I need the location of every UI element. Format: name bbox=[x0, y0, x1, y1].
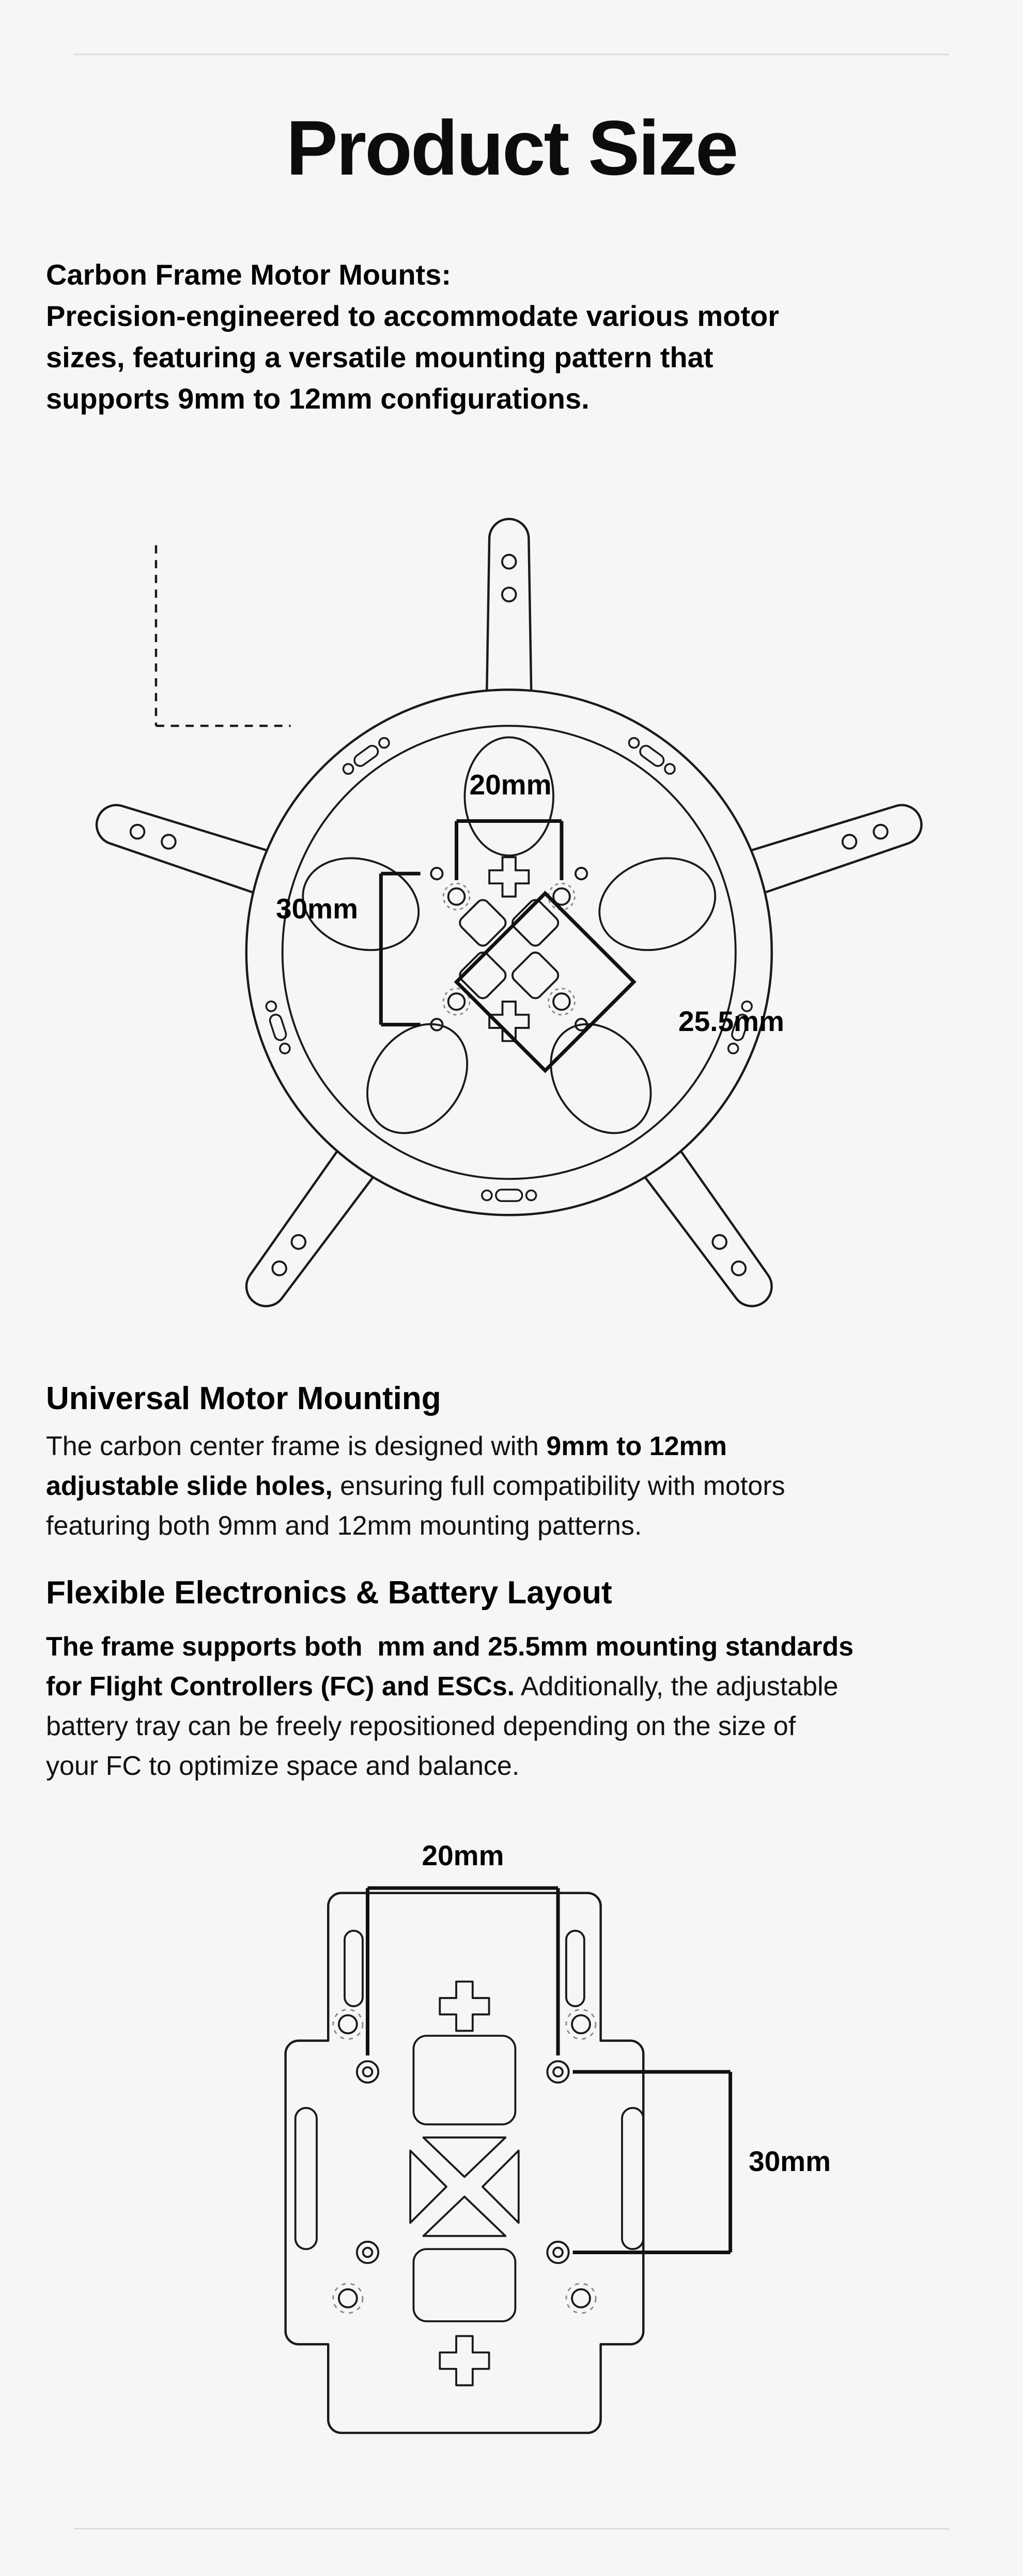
page-title: Product Size bbox=[286, 104, 739, 191]
frame-dim-label-20mm: 20mm bbox=[469, 769, 552, 801]
frame-ring bbox=[245, 689, 773, 1216]
tray-dim-label-20mm: 20mm bbox=[422, 1839, 504, 1871]
dimension-30mm-bracket bbox=[379, 871, 421, 1027]
universal-heading: Universal Motor Mounting bbox=[46, 1381, 441, 1416]
tray-dim-label-30mm: 30mm bbox=[749, 2145, 831, 2177]
intro-line-4: supports 9mm to 12mm configurations. bbox=[46, 382, 590, 415]
flexible-line2-bold: for Flight Controllers (FC) and ESCs. bbox=[46, 1672, 515, 1701]
flexible-line-1: The frame supports both mm and 25.5mm mo… bbox=[46, 1627, 976, 1667]
arm-tip-holes bbox=[129, 554, 889, 1276]
intro-line-3: sizes, featuring a versatile mounting pa… bbox=[46, 341, 714, 373]
universal-line3-normal: featuring both 9mm and 12mm mounting pat… bbox=[46, 1511, 642, 1541]
dimension-25-5mm-square bbox=[454, 891, 637, 1073]
tray-outline bbox=[284, 1892, 645, 2434]
flexible-line-2: for Flight Controllers (FC) and ESCs. Ad… bbox=[46, 1667, 976, 1707]
tray-dimension-30mm-bracket bbox=[572, 2070, 733, 2254]
flexible-line2-normal: Additionally, the adjustable bbox=[515, 1672, 839, 1701]
center-mount-pattern bbox=[430, 856, 588, 1042]
universal-line2-normal: ensuring full compatibility with motors bbox=[332, 1471, 785, 1501]
intro-line-1: Carbon Frame Motor Mounts: bbox=[46, 258, 451, 291]
frame-top-view-diagram bbox=[95, 518, 923, 1307]
universal-paragraph: The carbon center frame is designed with… bbox=[46, 1427, 976, 1546]
intro-text: Carbon Frame Motor Mounts: Precision-eng… bbox=[46, 254, 779, 419]
flexible-paragraph: The frame supports both mm and 25.5mm mo… bbox=[46, 1627, 976, 1786]
universal-line1-normal: The carbon center frame is designed with bbox=[46, 1431, 547, 1461]
top-divider bbox=[74, 54, 949, 55]
intro-line-2: Precision-engineered to accommodate vari… bbox=[46, 300, 780, 332]
flexible-line1-bold: The frame supports both mm and 25.5mm mo… bbox=[46, 1632, 854, 1662]
flexible-line4-normal: your FC to optimize space and balance. bbox=[46, 1751, 520, 1781]
universal-line-3: featuring both 9mm and 12mm mounting pat… bbox=[46, 1506, 976, 1546]
flexible-heading: Flexible Electronics & Battery Layout bbox=[46, 1575, 612, 1611]
tray-screw-holes bbox=[332, 2008, 597, 2314]
dimension-20mm-bracket bbox=[455, 819, 564, 880]
flexible-line-3: battery tray can be freely repositioned … bbox=[46, 1707, 976, 1746]
bottom-divider bbox=[74, 2528, 949, 2530]
flexible-line3-normal: battery tray can be freely repositioned … bbox=[46, 1711, 796, 1741]
ring-slide-hole-groups bbox=[265, 737, 753, 1202]
tray-cutouts bbox=[294, 1929, 645, 2386]
frame-dim-label-30mm: 30mm bbox=[276, 893, 358, 925]
frame-lobe-cutouts bbox=[302, 736, 717, 1134]
universal-line-1: The carbon center frame is designed with… bbox=[46, 1427, 976, 1466]
construction-dashed-lines bbox=[154, 545, 291, 727]
tray-dimension-20mm-bracket bbox=[365, 1886, 560, 2056]
frame-dim-label-25-5mm: 25.5mm bbox=[678, 1005, 784, 1037]
flexible-line-4: your FC to optimize space and balance. bbox=[46, 1746, 976, 1786]
universal-line-2: adjustable slide holes, ensuring full co… bbox=[46, 1466, 976, 1506]
universal-line2-bold: adjustable slide holes, bbox=[46, 1471, 333, 1501]
battery-tray-diagram bbox=[284, 1886, 733, 2434]
universal-line1-bold: 9mm to 12mm bbox=[546, 1431, 727, 1461]
